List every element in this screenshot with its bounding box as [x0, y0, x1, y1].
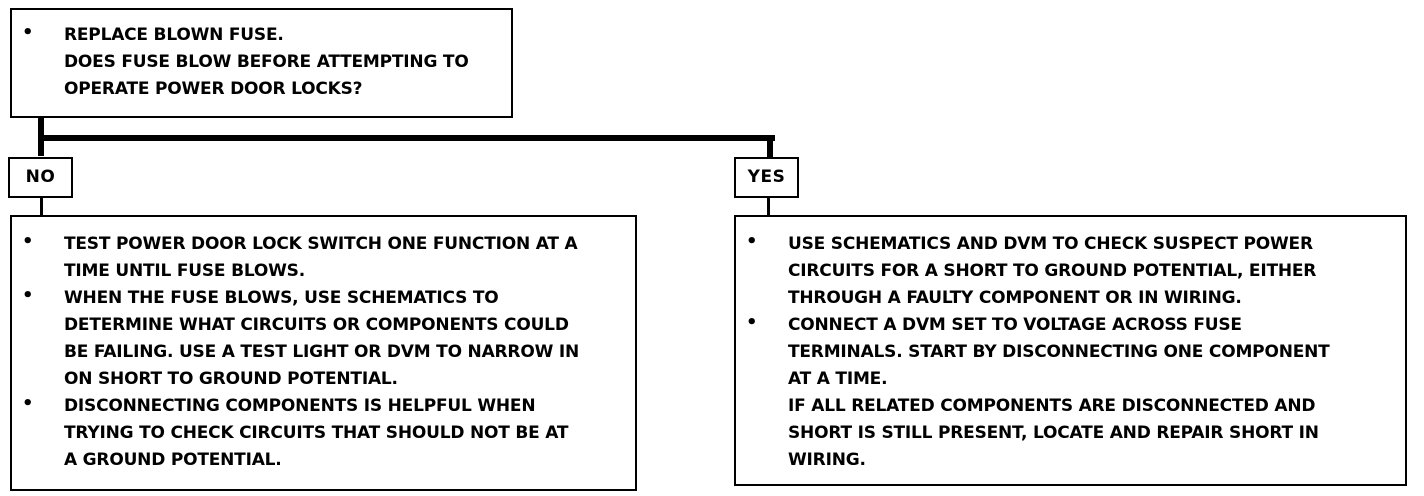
list-item-text: DISCONNECTING COMPONENTS IS HELPFUL WHEN…: [64, 396, 569, 470]
list-item-text: TEST POWER DOOR LOCK SWITCH ONE FUNCTION…: [64, 234, 578, 281]
list-item: • CONNECT A DVM SET TO VOLTAGE ACROSS FU…: [746, 312, 1397, 474]
bullet-icon: •: [746, 231, 758, 252]
connector-yes-down: [767, 198, 770, 216]
connector-yes-vertical: [767, 135, 773, 157]
yes-branch-label: YES: [734, 157, 799, 198]
list-item: • DISCONNECTING COMPONENTS IS HELPFUL WH…: [22, 393, 627, 474]
list-item-text: WHEN THE FUSE BLOWS, USE SCHEMATICS TO D…: [64, 288, 579, 389]
decision-box: • REPLACE BLOWN FUSE. DOES FUSE BLOW BEF…: [10, 8, 513, 118]
decision-item: • REPLACE BLOWN FUSE. DOES FUSE BLOW BEF…: [22, 22, 501, 103]
connector-no-down: [40, 198, 43, 216]
list-item: • USE SCHEMATICS AND DVM TO CHECK SUSPEC…: [746, 231, 1397, 312]
no-branch-box: • TEST POWER DOOR LOCK SWITCH ONE FUNCTI…: [10, 215, 637, 491]
bullet-icon: •: [22, 285, 34, 306]
no-branch-label: NO: [8, 157, 73, 198]
list-item-text: CONNECT A DVM SET TO VOLTAGE ACROSS FUSE…: [788, 315, 1330, 470]
list-item: • WHEN THE FUSE BLOWS, USE SCHEMATICS TO…: [22, 285, 627, 393]
bullet-icon: •: [22, 393, 34, 414]
yes-branch-box: • USE SCHEMATICS AND DVM TO CHECK SUSPEC…: [734, 215, 1407, 486]
decision-question-text: REPLACE BLOWN FUSE. DOES FUSE BLOW BEFOR…: [64, 25, 469, 99]
bullet-icon: •: [22, 22, 34, 43]
bullet-icon: •: [22, 231, 34, 252]
list-item-text: USE SCHEMATICS AND DVM TO CHECK SUSPECT …: [788, 234, 1317, 308]
connector-horizontal: [38, 135, 775, 141]
list-item: • TEST POWER DOOR LOCK SWITCH ONE FUNCTI…: [22, 231, 627, 285]
bullet-icon: •: [746, 312, 758, 333]
